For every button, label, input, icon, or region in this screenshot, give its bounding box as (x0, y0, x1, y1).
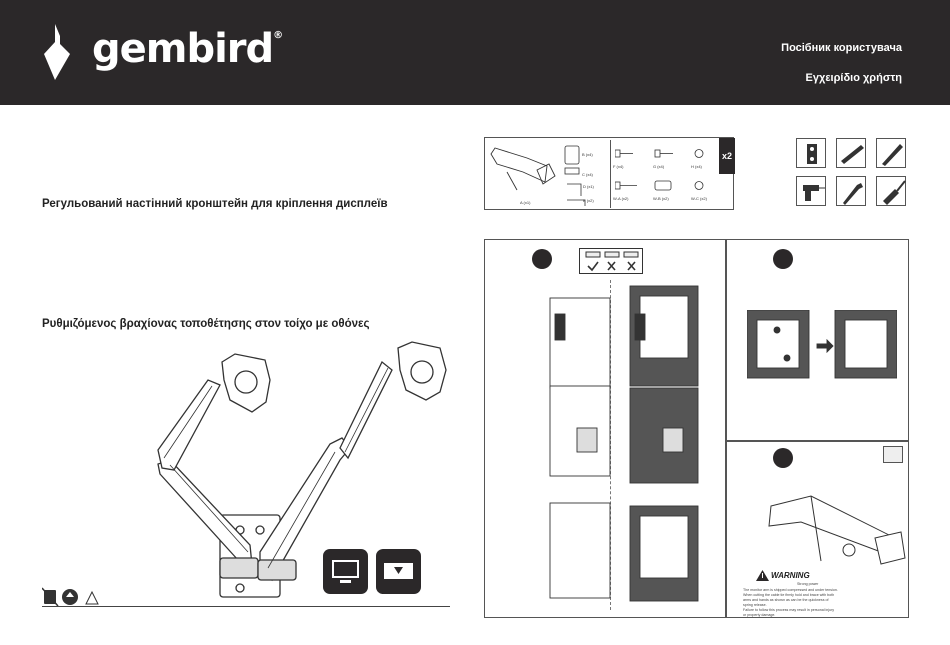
part-d-label: D (x1) (583, 184, 594, 189)
step-3-illustration (768, 495, 906, 565)
registered-mark: ® (273, 30, 283, 41)
wall-type-selector (579, 248, 643, 274)
hex-key-tool-icon (836, 176, 866, 206)
step-1-badge (532, 249, 552, 269)
two-person-icon (883, 446, 903, 463)
compliance-icons (42, 587, 99, 606)
part-g-label: G (x4) (653, 164, 665, 169)
part-e-label: E (x2) (583, 198, 594, 203)
part-wc-label: W-C (x2) (691, 196, 707, 201)
step-2-badge (773, 249, 793, 269)
warning-subtitle: Strong power (797, 582, 819, 586)
step-3-panel: WARNING Strong power The monitor arm is … (726, 441, 909, 618)
product-title-el: Ρυθμιζόμενος βραχίονας τοποθέτησης στον … (42, 318, 370, 330)
bottom-divider (42, 606, 450, 607)
step-2-illustration (747, 310, 897, 379)
warning-line-5: Failure to follow this process may resul… (743, 608, 835, 612)
step-1-illustrations (549, 285, 699, 602)
wall-plate-tool-icon (796, 138, 826, 168)
part-c-label: C (x4) (582, 172, 593, 177)
step-3-badge (773, 448, 793, 468)
part-b-label: B (x4) (582, 152, 593, 157)
monitor-icon (323, 549, 368, 594)
parts-list-panel: A (x1) B (x4) C (x4) D (x1) E (x2) F (x4… (484, 137, 735, 210)
warning-line-2: When cutting the cable tie firmly hold a… (743, 593, 835, 597)
part-wa-label: W-A (x2) (613, 196, 629, 201)
dual-arm-illustration (157, 341, 447, 598)
drill-tool-icon (796, 176, 826, 206)
warning-line-6: or property damage. (743, 613, 776, 617)
brand-name: gembird (92, 26, 274, 72)
manual-title-ua: Посібник користувача (781, 42, 902, 54)
small-parts-group (564, 145, 586, 206)
desk-mount-icon (376, 549, 421, 594)
warning-icon (756, 570, 769, 581)
header-bar: gembird® Посібник користувача Εγχειρίδιο… (0, 0, 950, 105)
part-wb-label: W-B (x2) (653, 196, 669, 201)
gembird-logo-icon (44, 24, 70, 80)
warning-line-1: The monitor arm is shipped compressed an… (743, 588, 838, 592)
warning-line-4: spring release. (743, 603, 767, 607)
level-tool-icon (836, 138, 866, 168)
quantity-multiplier: x2 (719, 138, 735, 174)
bracket-part-a (490, 147, 556, 191)
step-2-panel (726, 239, 909, 441)
warning-title: WARNING (771, 571, 810, 580)
part-f-label: F (x4) (613, 164, 624, 169)
part-a-label: A (x1) (520, 200, 531, 205)
pencil-tool-icon (876, 138, 906, 168)
screws-row-1 (615, 149, 704, 158)
manual-title-el: Εγχειρίδιο χρήστη (805, 72, 902, 84)
part-h-label: H (x4) (691, 164, 702, 169)
brand-logo-text: gembird® (92, 26, 283, 72)
product-title-ua: Регульований настінний кронштейн для крі… (42, 198, 388, 210)
screws-row-2 (615, 180, 704, 191)
warning-line-3: arms and hands as shown as can be the qu… (743, 598, 829, 602)
step-1-panel (484, 239, 726, 618)
screwdriver-tool-icon (876, 176, 906, 206)
